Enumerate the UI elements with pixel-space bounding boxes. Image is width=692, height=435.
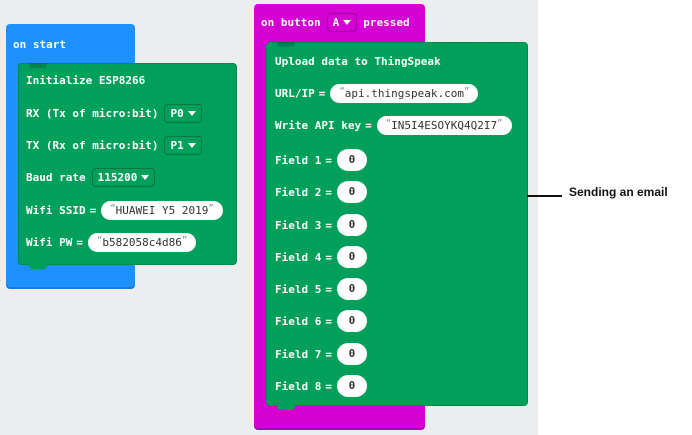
upload-thingspeak-block[interactable]: Upload data to ThingSpeak URL/IP = “api.… xyxy=(266,42,528,410)
equals-sign: = xyxy=(325,185,332,199)
equals-sign: = xyxy=(325,153,332,167)
field-value-input[interactable]: 0 xyxy=(336,343,367,365)
wifi-pw-input[interactable]: “b582058c4d86” xyxy=(87,233,197,252)
field-label: Field 1 xyxy=(275,153,322,167)
baud-rate-value: 115200 xyxy=(97,171,138,184)
equals-sign: = xyxy=(89,204,97,217)
field-label: Field 2 xyxy=(275,185,322,199)
rx-label: RX (Tx of micro:bit) xyxy=(26,107,159,120)
field-label: Field 4 xyxy=(275,250,322,264)
annotation-label: Sending an email xyxy=(569,185,668,199)
wifi-ssid-value: HUAWEI Y5 2019 xyxy=(115,204,209,217)
write-api-key-label: Write API key xyxy=(275,119,362,132)
chevron-down-icon xyxy=(187,111,196,116)
url-ip-value: api.thingspeak.com xyxy=(344,87,465,100)
upload-thingspeak-title: Upload data to ThingSpeak xyxy=(275,55,441,68)
field-value-input[interactable]: 0 xyxy=(336,149,367,171)
equals-sign: = xyxy=(325,379,332,393)
write-api-key-input[interactable]: “IN5I4ESOYKQ4Q2I7” xyxy=(376,116,512,135)
tx-label: TX (Rx of micro:bit) xyxy=(26,139,159,152)
tx-pin-value: P1 xyxy=(170,139,184,152)
equals-sign: = xyxy=(325,250,332,264)
equals-sign: = xyxy=(365,119,372,132)
annotation-pointer-line xyxy=(527,195,562,197)
equals-sign: = xyxy=(325,282,332,296)
on-start-label: on start xyxy=(13,38,66,51)
wifi-pw-label: Wifi PW xyxy=(26,236,73,249)
url-ip-input[interactable]: “api.thingspeak.com” xyxy=(330,84,479,103)
field-value-input[interactable]: 0 xyxy=(336,375,367,397)
chevron-down-icon xyxy=(187,143,196,148)
wifi-pw-value: b582058c4d86 xyxy=(102,236,182,249)
field-label: Field 5 xyxy=(275,282,322,296)
field-label: Field 6 xyxy=(275,314,322,328)
equals-sign: = xyxy=(318,87,326,100)
on-button-label: on button xyxy=(261,16,321,29)
rx-pin-value: P0 xyxy=(170,107,184,120)
chevron-down-icon xyxy=(343,20,352,25)
wifi-ssid-input[interactable]: “HUAWEI Y5 2019” xyxy=(101,201,223,220)
tx-pin-dropdown[interactable]: P1 xyxy=(164,136,202,155)
button-select-dropdown[interactable]: A xyxy=(326,13,358,32)
wifi-ssid-label: Wifi SSID xyxy=(26,204,86,217)
initialize-esp8266-title: Initialize ESP8266 xyxy=(26,74,146,87)
field-label: Field 7 xyxy=(275,347,322,361)
field-value-input[interactable]: 0 xyxy=(336,214,367,236)
baud-rate-label: Baud rate xyxy=(26,171,86,184)
equals-sign: = xyxy=(325,314,332,328)
field-value-input[interactable]: 0 xyxy=(336,246,367,268)
baud-rate-dropdown[interactable]: 115200 xyxy=(91,168,156,187)
pressed-label: pressed xyxy=(363,16,410,29)
equals-sign: = xyxy=(325,347,332,361)
field-value-input[interactable]: 0 xyxy=(336,278,367,300)
url-ip-label: URL/IP xyxy=(275,87,315,100)
chevron-down-icon xyxy=(141,175,150,180)
field-value-input[interactable]: 0 xyxy=(336,310,367,332)
rx-pin-dropdown[interactable]: P0 xyxy=(164,104,202,123)
initialize-esp8266-block[interactable]: Initialize ESP8266 RX (Tx of micro:bit) … xyxy=(18,63,237,269)
field-value-input[interactable]: 0 xyxy=(336,181,367,203)
field-label: Field 3 xyxy=(275,218,322,232)
blocks-workspace[interactable]: on start Initialize ESP8266 RX (Tx of mi… xyxy=(0,0,538,435)
equals-sign: = xyxy=(325,218,332,232)
equals-sign: = xyxy=(76,236,83,249)
write-api-key-value: IN5I4ESOYKQ4Q2I7 xyxy=(391,119,498,132)
field-label: Field 8 xyxy=(275,379,322,393)
button-select-value: A xyxy=(332,16,340,29)
